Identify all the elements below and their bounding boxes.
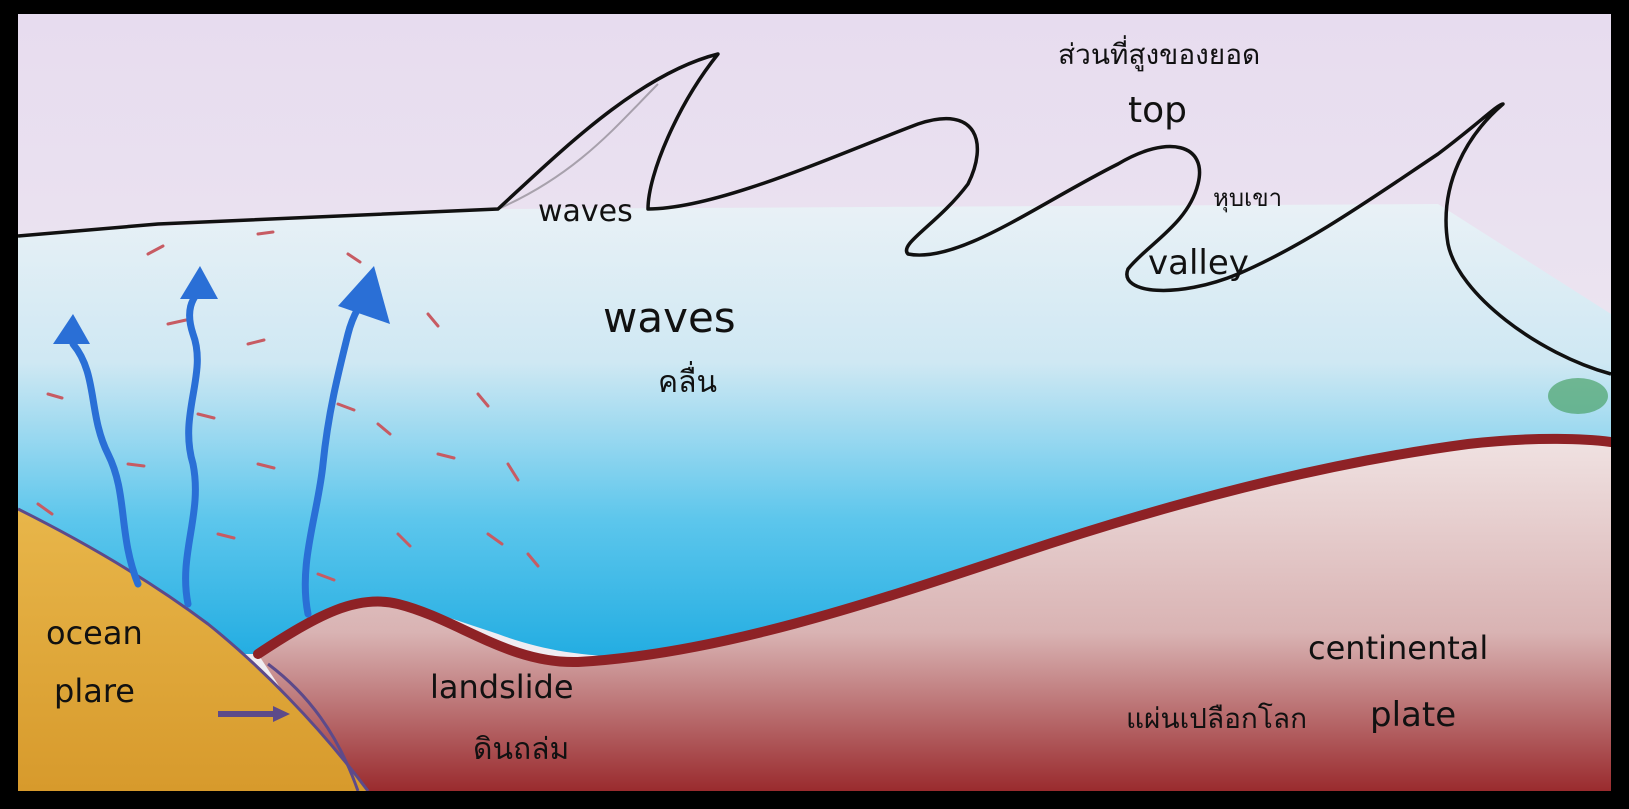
waves-thai-label: คลื่น <box>658 361 717 400</box>
waves-crest-label: waves <box>538 194 633 229</box>
top-label: top <box>1128 90 1187 131</box>
valley-label: valley <box>1148 243 1249 283</box>
ocean-plate-label-2: plare <box>54 672 135 710</box>
continental-label-2: plate <box>1370 695 1456 735</box>
continental-label-1: centinental <box>1308 629 1488 667</box>
drawing-paper: waves ส่วนที่สูงของยอด top หุบเขา valley… <box>18 14 1611 791</box>
landslide-label: landslide <box>430 668 574 706</box>
valley-thai-label: หุบเขา <box>1213 184 1282 213</box>
tsunami-drawing: waves ส่วนที่สูงของยอด top หุบเขา valley… <box>18 14 1611 791</box>
green-mark <box>1548 378 1608 414</box>
top-thai-label: ส่วนที่สูงของยอด <box>1058 35 1260 72</box>
continental-thai-label: แผ่นเปลือกโลก <box>1126 702 1307 735</box>
ocean-plate-label-1: ocean <box>46 614 143 652</box>
landslide-thai-label: ดินถล่ม <box>473 732 569 767</box>
waves-main-label: waves <box>603 293 736 342</box>
